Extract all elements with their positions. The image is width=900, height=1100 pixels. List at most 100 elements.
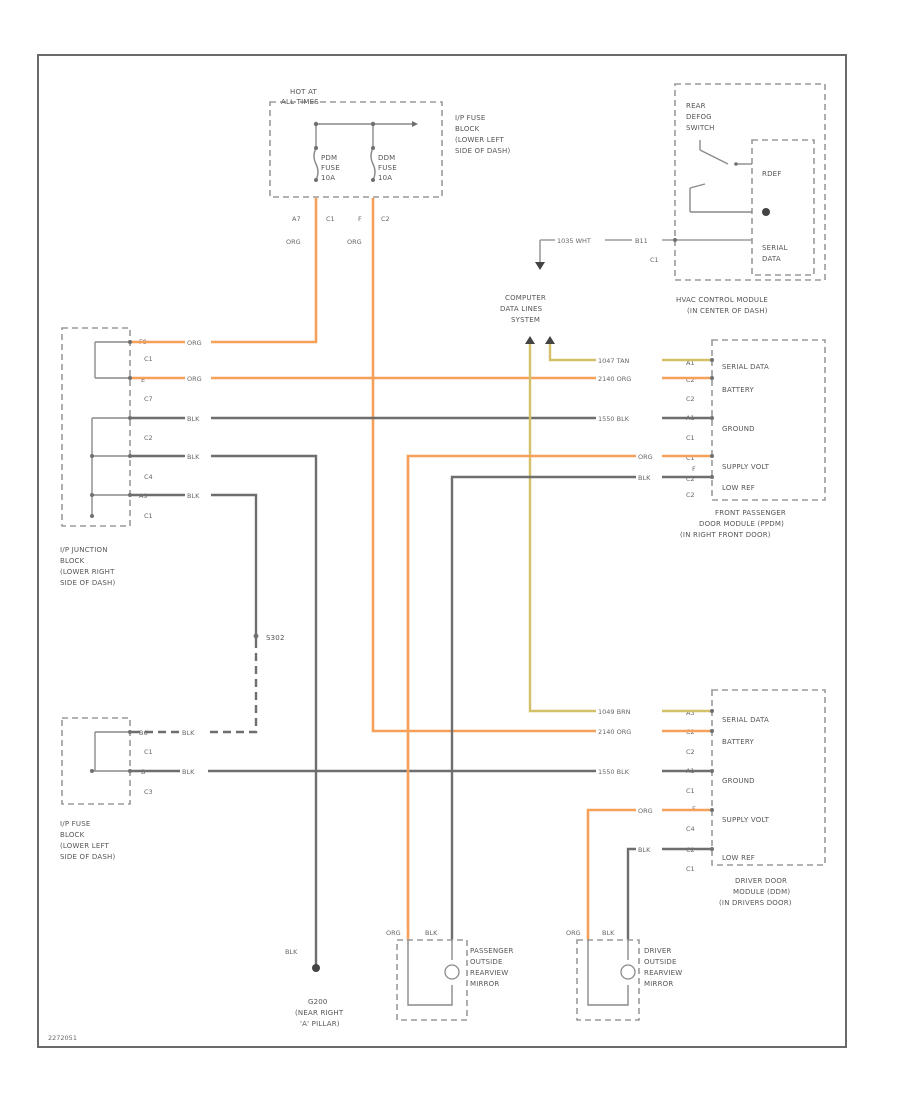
pass-mirror-wire-blk: BLK xyxy=(425,929,438,937)
pdm-label-1: FRONT PASSENGER xyxy=(715,509,786,517)
ipj-wire-org-1: ORG xyxy=(187,339,202,347)
ipf-pin-b6: B6 xyxy=(139,729,148,737)
pin-dot xyxy=(710,808,714,812)
ipj-wire-blk-3: BLK xyxy=(187,492,200,500)
drv-mirror-label-3: REARVIEW xyxy=(644,969,682,977)
s302-label: S302 xyxy=(266,634,285,642)
ddm-pin-c1: C1 xyxy=(686,787,695,795)
fuse-node xyxy=(314,146,318,150)
drv-mirror-label-1: DRIVER xyxy=(644,947,672,955)
ddm-pin-a3: A3 xyxy=(686,709,695,717)
ip-junction-block-box xyxy=(61,327,131,527)
label-bg xyxy=(555,235,605,245)
pdm-pin-a1: A1 xyxy=(686,359,695,367)
bus-arrow-icon xyxy=(412,121,418,127)
pdm-wire-blk: BLK xyxy=(638,474,651,482)
ddm-wire-1049-brn: 1049 BRN xyxy=(598,708,631,716)
pass-mirror-label-4: MIRROR xyxy=(470,980,499,988)
ipj-node xyxy=(90,514,94,518)
pin-dot xyxy=(128,340,132,344)
label-bg xyxy=(596,726,662,736)
pin-a7: A7 xyxy=(292,215,301,223)
ip-fuse-block-top-label-3: (LOWER LEFT xyxy=(455,136,505,144)
pdm-pin-c2d: C2 xyxy=(686,491,695,499)
ip-junction-label-2: BLOCK xyxy=(60,557,85,565)
ipj-node xyxy=(90,493,94,497)
computer-data-label-3: SYSTEM xyxy=(511,316,540,324)
ipf-pin-c1: C1 xyxy=(144,748,153,756)
ddm-fuse-label-3: 10A xyxy=(378,174,392,182)
ip-junction-label-1: I/P JUNCTION xyxy=(60,546,108,554)
ipj-pin-c4: C4 xyxy=(144,473,153,481)
ipj-pin-c2: C2 xyxy=(144,434,153,442)
drv-mirror-label-4: MIRROR xyxy=(644,980,673,988)
rear-defog-label-1: REAR xyxy=(686,102,706,110)
ip-fuse-block-bottom-label-1: I/P FUSE xyxy=(60,820,91,828)
pdm-wire-org: ORG xyxy=(638,453,653,461)
passenger-mirror-motor-icon xyxy=(444,964,460,980)
connector-pins xyxy=(128,238,714,851)
wire-labels: ORG ORG BLK BLK BLK 1047 TAN 2140 ORG 15… xyxy=(180,337,662,854)
wire-org-pdm-fuse xyxy=(130,198,318,344)
label-bg xyxy=(596,706,662,716)
hvac-label-1: HVAC CONTROL MODULE xyxy=(676,296,768,304)
bus-node xyxy=(370,121,376,127)
ipj-wire-org-2: ORG xyxy=(187,375,202,383)
ip-fuse-block-bottom-label-3: (LOWER LEFT xyxy=(60,842,110,850)
label-bg xyxy=(185,413,211,423)
ddm-wire-1550-blk: 1550 BLK xyxy=(598,768,630,776)
ipj-pin-c7: C7 xyxy=(144,395,153,403)
label-bg xyxy=(596,413,662,423)
ddm-wire-org: ORG xyxy=(638,807,653,815)
label-bg xyxy=(596,766,662,776)
computer-data-label-1: COMPUTER xyxy=(505,294,546,302)
diagram-frame xyxy=(37,54,847,1048)
wire-blk-s302-dashed xyxy=(130,640,258,734)
ip-junction-label-4: SIDE OF DASH) xyxy=(60,579,115,587)
ipj-wire-blk-2: BLK xyxy=(187,453,200,461)
label-bg xyxy=(636,844,662,854)
ddm-serial-data-label: SERIAL DATA xyxy=(722,716,769,724)
switch-lead xyxy=(689,183,706,189)
label-bg xyxy=(636,451,662,461)
ip-fuse-block-bottom-box xyxy=(61,717,131,805)
ddm-label-2: MODULE (DDM) xyxy=(733,888,790,896)
hvac-control-module-box xyxy=(674,83,826,281)
driver-mirror-motor-icon xyxy=(620,964,636,980)
pdm-low-ref-label: LOW REF xyxy=(722,484,755,492)
pdm-serial-data-label: SERIAL DATA xyxy=(722,363,769,371)
pdm-battery-label: BATTERY xyxy=(722,386,755,394)
pdm-supply-volt-label: SUPPLY VOLT xyxy=(722,463,770,471)
label-bg xyxy=(185,373,211,383)
ddm-wire-2140-org: 2140 ORG xyxy=(598,728,631,736)
pin-dot xyxy=(710,376,714,380)
drv-mirror-wire-blk: BLK xyxy=(602,929,615,937)
hot-at-label-2: ALL TIMES xyxy=(281,98,319,106)
label-bg xyxy=(596,355,662,365)
pin-dot xyxy=(128,454,132,458)
label-bg xyxy=(632,235,662,245)
pass-mirror-wire-org: ORG xyxy=(386,929,401,937)
ipj-pin-c1: C1 xyxy=(144,355,153,363)
pdm-pin-c2b: C2 xyxy=(686,395,695,403)
pdm-pin-c1: C1 xyxy=(686,434,695,442)
pin-c1: C1 xyxy=(326,215,335,223)
rear-defog-label-3: SWITCH xyxy=(686,124,715,132)
wire-1035-label: 1035 WHT xyxy=(557,237,591,245)
g200-label-2: (NEAR RIGHT xyxy=(295,1009,344,1017)
wire-org-label: ORG xyxy=(286,238,301,246)
ddm-battery-label: BATTERY xyxy=(722,738,755,746)
label-bg xyxy=(636,805,662,815)
label-bg xyxy=(180,727,208,737)
fuse-node xyxy=(314,178,318,182)
ddm-label-1: DRIVER DOOR xyxy=(735,877,787,885)
ddm-fuse-label-1: DDM xyxy=(378,154,395,162)
pdm-pin-f: F xyxy=(692,465,696,473)
pdm-pin-c2c: C2 xyxy=(686,475,695,483)
pdm-pin-c1b: C1 xyxy=(686,454,695,462)
passenger-mirror-box xyxy=(396,939,468,1021)
ddm-low-ref-label: LOW REF xyxy=(722,854,755,862)
ddm-pin-c2b: C2 xyxy=(686,748,695,756)
pin-dot xyxy=(710,769,714,773)
